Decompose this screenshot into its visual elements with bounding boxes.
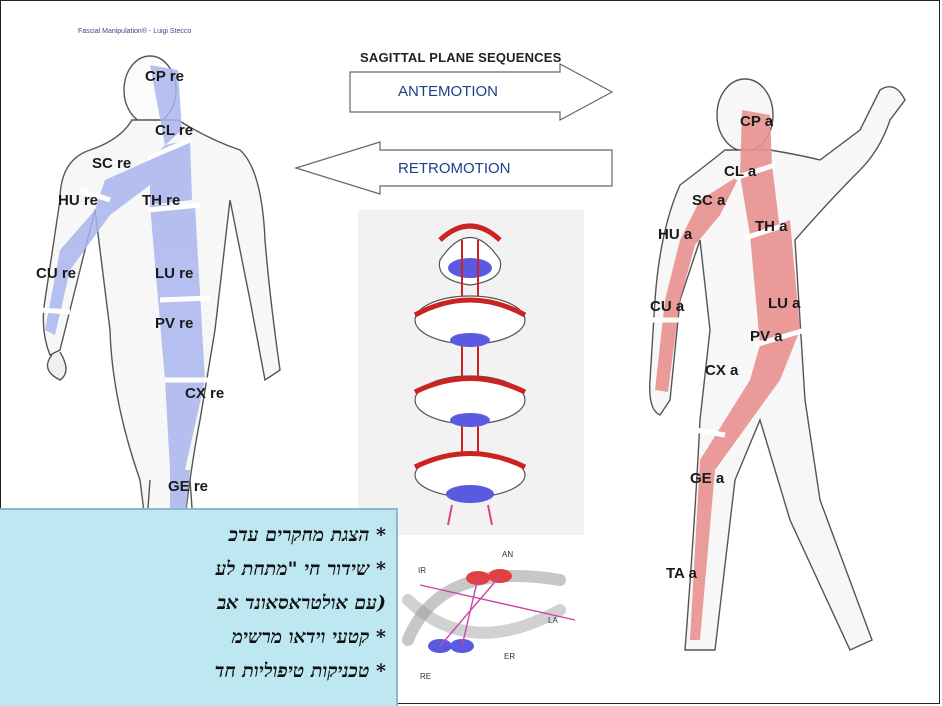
label-sc-a: SC a xyxy=(692,192,725,209)
note-line-2: * שידור חי "מתחת לע xyxy=(216,558,386,581)
label-hu-re: HU re xyxy=(58,192,98,209)
note-line-4: * קטעי וידאו מרשימ xyxy=(232,626,386,649)
retromotion-label: RETROMOTION xyxy=(398,160,511,177)
label-lu-re: LU re xyxy=(155,265,193,282)
inset-label-er: ER xyxy=(504,652,515,661)
antemotion-label: ANTEMOTION xyxy=(398,83,498,100)
hebrew-note-box: * הצגת מחקרים עדכ * שידור חי "מתחת לע (ע… xyxy=(0,508,398,706)
label-pv-re: PV re xyxy=(155,315,193,332)
center-torso-diagram xyxy=(358,210,584,535)
label-cu-re: CU re xyxy=(36,265,76,282)
label-th-re: TH re xyxy=(142,192,180,209)
label-cp-re: CP re xyxy=(145,68,184,85)
label-cx-a: CX a xyxy=(705,362,738,379)
inset-label-ir: IR xyxy=(418,566,426,575)
label-sc-re: SC re xyxy=(92,155,131,172)
rotation-inset-diagram xyxy=(398,535,584,695)
label-pv-a: PV a xyxy=(750,328,783,345)
label-ta-a: TA a xyxy=(666,565,697,582)
note-line-5: * טכניקות טיפוליות חד xyxy=(215,660,386,683)
label-hu-a: HU a xyxy=(658,226,692,243)
label-cl-re: CL re xyxy=(155,122,193,139)
inset-label-la: LA xyxy=(548,616,558,625)
label-cl-a: CL a xyxy=(724,163,756,180)
label-cp-a: CP a xyxy=(740,113,773,130)
note-line-1: * הצגת מחקרים עדכ xyxy=(229,524,386,547)
inset-label-re: RE xyxy=(420,672,431,681)
inset-label-an: AN xyxy=(502,550,513,559)
label-th-a: TH a xyxy=(755,218,788,235)
label-ge-a: GE a xyxy=(690,470,724,487)
label-cx-re: CX re xyxy=(185,385,224,402)
label-cu-a: CU a xyxy=(650,298,684,315)
label-ge-re: GE re xyxy=(168,478,208,495)
label-lu-a: LU a xyxy=(768,295,801,312)
note-line-3: (עם אולטראסאונד אב xyxy=(217,592,386,615)
